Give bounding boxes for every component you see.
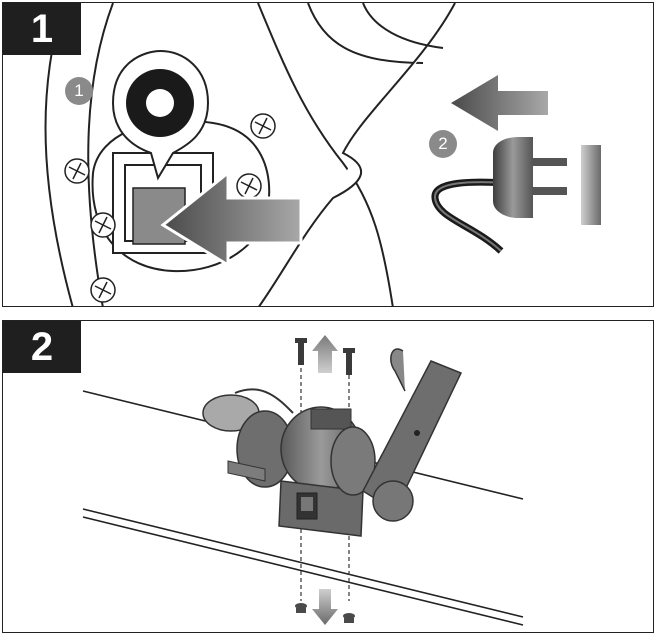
- bolt-icon: [295, 338, 355, 375]
- bench-grinder: [202, 348, 463, 537]
- step-1-illustration: [44, 3, 601, 306]
- step-2-panel: 2: [2, 320, 654, 633]
- arrow-left-icon: [160, 169, 303, 268]
- wall-socket-icon: [581, 145, 601, 225]
- arrow-up-icon: [312, 335, 338, 373]
- washer-nut-icon: [295, 603, 355, 623]
- callout-2: 2: [429, 130, 457, 158]
- arrow-down-icon: [312, 589, 338, 625]
- step-2-illustration: [82, 335, 524, 626]
- step-number-badge: 1: [3, 3, 81, 55]
- cut-line: [258, 3, 456, 306]
- machine-housing: [44, 3, 444, 306]
- step-number-badge: 2: [3, 321, 81, 373]
- arrow-left-icon: [451, 75, 548, 131]
- screws: [64, 113, 276, 303]
- power-plug-icon: [431, 137, 567, 254]
- step-1-panel: 1 1 2: [2, 2, 654, 307]
- callout-1: 1: [65, 77, 93, 105]
- switch-off-symbol-icon: [111, 49, 210, 181]
